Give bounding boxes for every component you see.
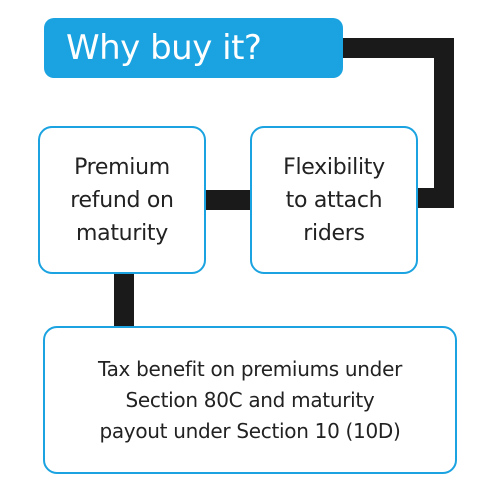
box-premium-refund-line: maturity <box>76 220 168 246</box>
box-flexibility-line: to attach <box>285 187 383 213</box>
box-premium-refund-line: refund on <box>70 187 174 213</box>
box-flexibility-line: riders <box>303 220 365 246</box>
box-premium-refund-text: Premium refund on maturity <box>70 151 174 250</box>
box-tax-benefit-line: Tax benefit on premiums under <box>97 356 403 381</box>
connector-title-right <box>330 38 454 58</box>
box-flexibility: Flexibility to attach riders <box>250 126 418 274</box>
box-premium-refund: Premium refund on maturity <box>38 126 206 274</box>
box-tax-benefit-line: payout under Section 10 (10D) <box>99 418 401 443</box>
connector-premium-flex <box>200 190 256 210</box>
connector-right-vertical <box>434 38 454 208</box>
title-banner: Why buy it? <box>44 18 343 78</box>
box-tax-benefit-line: Section 80C and maturity <box>125 387 375 412</box>
box-premium-refund-line: Premium <box>74 154 170 180</box>
connector-premium-tax <box>114 268 134 332</box>
box-tax-benefit: Tax benefit on premiums under Section 80… <box>43 326 457 474</box>
title-text: Why buy it? <box>66 28 262 68</box>
box-tax-benefit-text: Tax benefit on premiums under Section 80… <box>98 354 402 447</box>
box-flexibility-line: Flexibility <box>283 154 385 180</box>
connector-right-to-flex <box>410 188 454 208</box>
box-flexibility-text: Flexibility to attach riders <box>283 151 385 250</box>
